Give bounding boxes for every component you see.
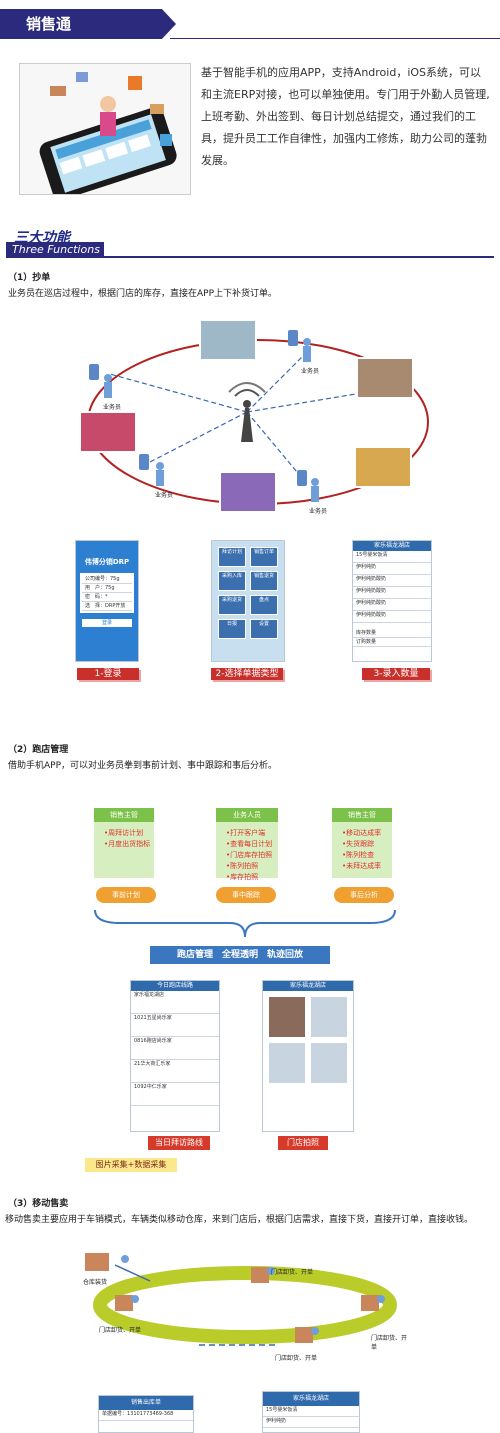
- three-functions-divider: [6, 256, 494, 258]
- intro-text: 基于智能手机的应用APP，支持Android，iOS系统，可以和主流ERP对接，…: [201, 66, 490, 167]
- store-photo-label: 门店拍照: [278, 1136, 328, 1150]
- card-head: 销售主管: [94, 808, 154, 822]
- section2-heading: （2）跑店管理: [8, 745, 69, 755]
- section1-diagram: 业务员 业务员 业务员 业务员: [75, 312, 435, 527]
- track-banner: 跑店管理 全程透明 轨迹回放: [150, 946, 330, 964]
- intro-phone-illustration: [19, 63, 191, 200]
- photo-thumb[interactable]: [269, 997, 305, 1037]
- screen-header: 家乐福龙湖店: [353, 541, 431, 551]
- list-item[interactable]: 伊利纯奶酸奶: [353, 611, 431, 623]
- card-item: •周拜访计划: [104, 829, 144, 837]
- list-item[interactable]: 伊利纯奶: [263, 1417, 359, 1428]
- card-item: •陈列拍照: [226, 862, 259, 870]
- login-screen: 伟博分销DRP 公司编号：75g 用 户：75g 密 码：* 选 择：DRP开放…: [75, 540, 139, 662]
- order-number-row[interactable]: 单据编号：13101773469-368: [99, 1410, 193, 1421]
- login-field[interactable]: 密 码：*: [82, 593, 132, 602]
- salesman-label: 业务员: [155, 492, 174, 499]
- list-item[interactable]: 15号婴米饭清: [263, 1406, 359, 1417]
- photo-placeholder[interactable]: [269, 1043, 305, 1083]
- screen-header: 今日跑店线路: [131, 981, 219, 991]
- diagram-label: 门店卸货、开单: [275, 1355, 318, 1362]
- store-order-screen: 家乐福龙湖店 15号婴米饭清 伊利纯奶: [262, 1391, 360, 1433]
- card-item: •移动达成率: [342, 829, 382, 837]
- store-photo-screen: 家乐福龙湖店: [262, 980, 354, 1132]
- tile[interactable]: 盘点: [250, 595, 278, 615]
- diagram-label: 仓库装货: [83, 1279, 108, 1286]
- sales-outbound-screen: 销售出库单 单据编号：13101773469-368: [98, 1395, 194, 1433]
- salesman-label: 业务员: [309, 508, 328, 515]
- tile[interactable]: 销售订单: [250, 547, 278, 567]
- tile[interactable]: 设置: [250, 619, 278, 639]
- track-card: 业务人员 •打开客户端 •查看每日计划 •门店库存拍照 •陈列拍照 •库存拍照: [216, 808, 278, 881]
- route-row[interactable]: 1092中仁乐家: [131, 1083, 219, 1106]
- post-analysis-button[interactable]: 事后分析: [334, 887, 394, 903]
- banner-title: 销售通: [26, 15, 72, 33]
- salesman-label: 业务员: [301, 368, 320, 375]
- card-item: •失货跟踪: [342, 840, 375, 848]
- card-item: •未拜达成率: [342, 862, 382, 870]
- photo-placeholder[interactable]: [311, 1043, 347, 1083]
- salesman-label: 业务员: [103, 404, 122, 411]
- card-head: 业务人员: [216, 808, 278, 822]
- caption-login: 1-登录: [77, 668, 139, 680]
- analysis-card: 销售主管 •移动达成率 •失货跟踪 •陈列检查 •未拜达成率: [332, 808, 392, 878]
- footer-row[interactable]: 库存数量: [353, 629, 431, 638]
- pre-plan-button[interactable]: 事前计划: [96, 887, 156, 903]
- route-row[interactable]: 21华大商汇乐家: [131, 1060, 219, 1083]
- footer-row[interactable]: 订购数量: [353, 638, 431, 647]
- login-title: 伟博分销DRP: [84, 558, 130, 566]
- three-functions-subtitle: Three Functions: [6, 242, 104, 257]
- list-item[interactable]: 伊利纯奶: [353, 563, 431, 575]
- login-field[interactable]: 选 择：DRP开放: [82, 602, 132, 611]
- photo-placeholder[interactable]: [311, 997, 347, 1037]
- page-banner: 销售通: [0, 9, 176, 39]
- login-field[interactable]: 公司编号：75g: [82, 575, 132, 584]
- tile[interactable]: 拜访计划: [218, 547, 246, 567]
- daily-route-label: 当日拜访路线: [148, 1136, 210, 1150]
- tile[interactable]: 日报: [218, 619, 246, 639]
- card-item: •查看每日计划: [226, 840, 273, 848]
- mobile-sales-diagram: 仓库装货 门店卸货、开单 门店卸货、开单 门店卸货、开单 门店卸货、开单: [75, 1245, 410, 1370]
- diagram-label: 门店卸货、开单: [371, 1335, 408, 1351]
- card-item: •陈列检查: [342, 851, 375, 859]
- select-type-screen: 拜访计划 销售订单 采购入库 销售退货 采购退货 盘点 日报 设置: [211, 540, 285, 662]
- card-head: 销售主管: [332, 808, 392, 822]
- section1-desc: 业务员在巡店过程中，根据门店的库存，直接在APP上下补货订单。: [8, 289, 278, 299]
- route-row[interactable]: 家乐福龙湖店: [131, 991, 219, 1014]
- screen-header: 销售出库单: [99, 1396, 193, 1410]
- section3-desc: 移动售卖主要应用于车销模式，车辆类似移动仓库，来到门店后，根据门店需求，直接下货…: [5, 1215, 474, 1225]
- login-field[interactable]: 用 户：75g: [82, 584, 132, 593]
- section3-heading: （3）移动售卖: [8, 1199, 69, 1209]
- section2-desc: 借助手机APP，可以对业务员拳到事前计划、事中跟踪和事后分析。: [8, 761, 278, 771]
- plan-card: 销售主管 •周拜访计划 •月度出货指标: [94, 808, 154, 878]
- caption-select-type: 2-选择单据类型: [211, 668, 283, 680]
- route-row[interactable]: 0816跑店尚乐家: [131, 1037, 219, 1060]
- card-item: •打开客户端: [226, 829, 266, 837]
- screen-header: 家乐福龙湖店: [263, 1392, 359, 1406]
- caption-input-qty: 3-录入数量: [362, 668, 430, 680]
- route-row[interactable]: 1021五星尚乐家: [131, 1014, 219, 1037]
- input-qty-screen: 家乐福龙湖店 15号婴米饭清 伊利纯奶 伊利纯奶酸奶 伊利纯奶酸奶 伊利纯奶酸奶…: [352, 540, 432, 662]
- list-item[interactable]: 伊利纯奶酸奶: [353, 587, 431, 599]
- tile[interactable]: 销售退货: [250, 571, 278, 591]
- card-item: •月度出货指标: [104, 840, 151, 848]
- login-button[interactable]: 登录: [82, 619, 132, 627]
- tile[interactable]: 采购入库: [218, 571, 246, 591]
- bracket-icon: [94, 909, 396, 938]
- antenna-icon: [228, 382, 266, 442]
- daily-route-screen: 今日跑店线路 家乐福龙湖店 1021五星尚乐家 0816跑店尚乐家 21华大商汇…: [130, 980, 220, 1132]
- diagram-label: 门店卸货、开单: [271, 1269, 314, 1276]
- card-item: •门店库存拍照: [226, 851, 273, 859]
- section1-heading: （1）抄单: [8, 273, 51, 283]
- in-progress-button[interactable]: 事中跟踪: [216, 887, 276, 903]
- image-data-note: 图片采集+数据采集: [85, 1158, 177, 1172]
- list-item[interactable]: 伊利纯奶酸奶: [353, 599, 431, 611]
- list-item[interactable]: 伊利纯奶酸奶: [353, 575, 431, 587]
- banner-divider: [170, 38, 500, 39]
- card-item: •库存拍照: [226, 873, 259, 881]
- screen-header: 家乐福龙湖店: [263, 981, 353, 991]
- tile[interactable]: 采购退货: [218, 595, 246, 615]
- diagram-label: 门店卸货、开单: [99, 1327, 142, 1334]
- list-item[interactable]: 15号婴米饭清: [353, 551, 431, 563]
